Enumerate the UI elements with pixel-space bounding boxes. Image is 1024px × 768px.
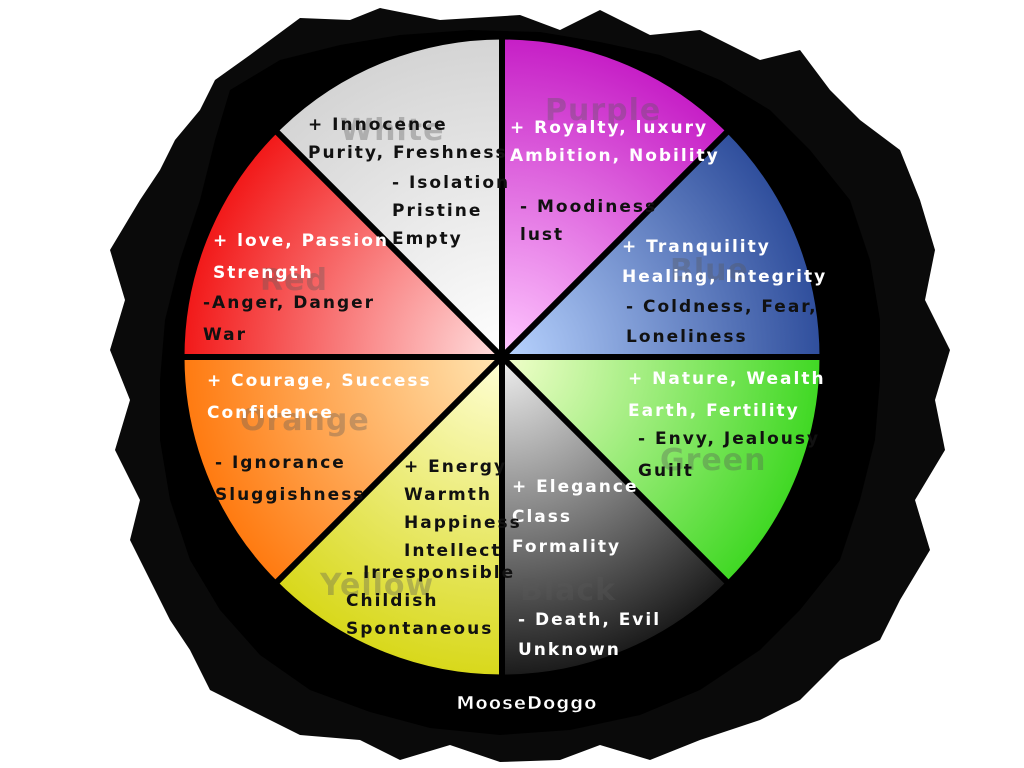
positive-trait-red-0: + love, Passion: [213, 231, 389, 251]
segment-green: [502, 357, 823, 584]
negative-trait-yellow-2: Spontaneous: [346, 619, 493, 639]
divider-line: [273, 354, 505, 586]
ghost-label-black: Black: [520, 573, 616, 608]
positive-trait-yellow-2: Happiness: [404, 513, 522, 533]
ghost-label-blue: Blue: [670, 253, 749, 288]
negative-trait-red-0: -Anger, Danger: [203, 293, 375, 313]
ghost-label-red: Red: [260, 263, 328, 298]
ghost-label-yellow: Yellow: [319, 568, 434, 603]
positive-trait-yellow-0: + Energy: [404, 457, 507, 477]
positive-trait-purple-1: Ambition, Nobility: [510, 146, 720, 166]
positive-trait-blue-1: Healing, Integrity: [622, 267, 827, 287]
wheel-rim: [179, 34, 825, 680]
negative-trait-white-1: Pristine: [392, 201, 482, 221]
segment-black: [502, 357, 729, 677]
negative-trait-purple-0: - Moodiness: [520, 197, 657, 217]
negative-trait-red-1: War: [203, 325, 247, 345]
segment-purple: [502, 37, 729, 357]
segment-yellow: [275, 357, 502, 677]
divider-line: [273, 128, 505, 360]
positive-trait-blue-0: + Tranquility: [622, 237, 771, 257]
positive-trait-black-2: Formality: [512, 537, 621, 557]
negative-trait-green-1: Guilt: [638, 461, 694, 481]
positive-trait-black-0: + Elegance: [512, 477, 638, 497]
positive-trait-green-1: Earth, Fertility: [628, 401, 800, 421]
divider-line: [499, 128, 731, 360]
divider-line: [499, 354, 731, 586]
ghost-label-purple: Purple: [545, 93, 661, 128]
positive-trait-orange-1: Confidence: [207, 403, 334, 423]
positive-trait-white-1: Purity, Freshness: [308, 143, 508, 163]
negative-trait-purple-1: lust: [520, 225, 564, 245]
ghost-label-orange: Orange: [240, 403, 370, 438]
wheel-dividers: [179, 34, 825, 680]
segment-white: [275, 37, 502, 357]
negative-trait-white-0: - Isolation: [392, 173, 510, 193]
segment-orange: [182, 357, 502, 584]
positive-trait-yellow-1: Warmth: [404, 485, 492, 505]
segment-red: [182, 130, 502, 357]
positive-trait-black-1: Class: [512, 507, 572, 527]
negative-trait-green-0: - Envy, Jealousy: [638, 429, 820, 449]
negative-trait-orange-0: - Ignorance: [215, 453, 346, 473]
positive-trait-orange-0: + Courage, Success: [207, 371, 432, 391]
negative-trait-yellow-1: Childish: [346, 591, 438, 611]
negative-trait-black-0: - Death, Evil: [518, 610, 661, 630]
positive-trait-green-0: + Nature, Wealth: [628, 369, 826, 389]
ghost-label-white: White: [340, 113, 444, 148]
ghost-label-green: Green: [660, 443, 766, 478]
negative-trait-white-2: Empty: [392, 229, 463, 249]
positive-trait-red-1: Strength: [213, 263, 314, 283]
negative-trait-black-1: Unknown: [518, 640, 621, 660]
positive-trait-yellow-3: Intellect: [404, 541, 501, 561]
negative-trait-yellow-0: - Irresponsible: [346, 563, 515, 583]
positive-trait-purple-0: + Royalty, luxury: [510, 118, 708, 138]
artist-credit: MooseDoggo: [456, 693, 597, 714]
wheel-segments: [182, 37, 823, 677]
positive-trait-white-0: + Innocence: [308, 115, 448, 135]
negative-trait-orange-1: Sluggishness: [215, 485, 365, 505]
segment-blue: [502, 130, 822, 357]
negative-trait-blue-0: - Coldness, Fear,: [626, 297, 818, 317]
negative-trait-blue-1: Loneliness: [626, 327, 748, 347]
